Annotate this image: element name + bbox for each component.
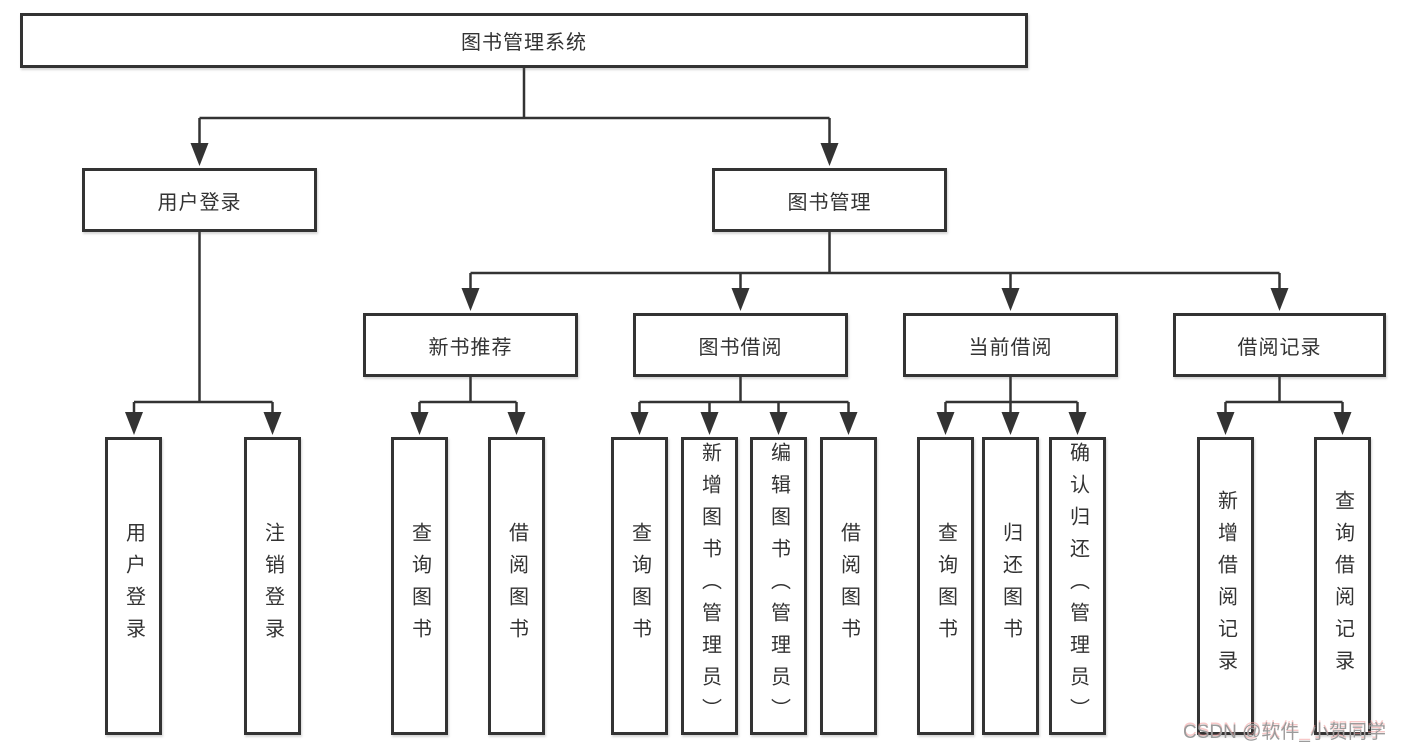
leaf-confirm-return-admin: 确认归还（管理员） — [1049, 437, 1106, 735]
leaf-query-borrow-record: 查询借阅记录 — [1314, 437, 1371, 735]
node-new-book-recommendation-label: 新书推荐 — [428, 336, 513, 359]
node-borrowing-records: 借阅记录 — [1173, 313, 1386, 377]
arrow-icon — [507, 412, 526, 435]
arrow-icon — [410, 412, 429, 435]
arrow-icon — [190, 143, 209, 166]
leaf-query-books-recommend: 查询图书 — [391, 437, 448, 735]
arrow-icon — [1001, 288, 1020, 311]
leaf-query-borrow-record-label: 查询借阅记录 — [1331, 490, 1354, 682]
leaf-edit-book-admin: 编辑图书（管理员） — [750, 437, 807, 735]
leaf-borrow-books-borrow: 借阅图书 — [820, 437, 877, 735]
leaf-borrow-books-recommend-label: 借阅图书 — [505, 522, 528, 650]
node-user-login: 用户登录 — [82, 168, 317, 232]
tree-edges — [132, 68, 1344, 417]
arrow-icon — [1001, 412, 1020, 435]
leaf-return-book: 归还图书 — [982, 437, 1039, 735]
arrow-icon — [1333, 412, 1352, 435]
node-book-management: 图书管理 — [712, 168, 947, 232]
arrow-icon — [936, 412, 955, 435]
arrow-icon — [731, 288, 750, 311]
node-current-borrowing-label: 当前借阅 — [968, 336, 1053, 359]
leaf-logout-label: 注销登录 — [261, 522, 284, 650]
csdn-watermark: CSDN @软件_小贺同学 — [1183, 722, 1386, 743]
node-library-system-label: 图书管理系统 — [461, 32, 587, 54]
leaf-add-borrow-record-label: 新增借阅记录 — [1214, 490, 1237, 682]
node-book-borrowing-label: 图书借阅 — [698, 336, 783, 359]
arrow-icon — [820, 143, 839, 166]
arrow-icon — [1216, 412, 1235, 435]
leaf-add-borrow-record: 新增借阅记录 — [1197, 437, 1254, 735]
leaf-confirm-return-admin-label: 确认归还（管理员） — [1066, 442, 1089, 730]
leaf-query-books-borrow-label: 查询图书 — [628, 522, 651, 650]
leaf-query-books-recommend-label: 查询图书 — [408, 522, 431, 650]
node-book-borrowing: 图书借阅 — [633, 313, 848, 377]
leaf-borrow-books-borrow-label: 借阅图书 — [837, 522, 860, 650]
leaf-return-book-label: 归还图书 — [999, 522, 1022, 650]
node-book-management-label: 图书管理 — [787, 191, 872, 214]
arrow-icon — [461, 288, 480, 311]
arrow-icon — [769, 412, 788, 435]
leaf-logout: 注销登录 — [244, 437, 301, 735]
leaf-add-book-admin-label: 新增图书（管理员） — [698, 442, 721, 730]
leaf-user-login: 用户登录 — [105, 437, 162, 735]
node-current-borrowing: 当前借阅 — [903, 313, 1118, 377]
leaf-query-books-current: 查询图书 — [917, 437, 974, 735]
arrow-icon — [700, 412, 719, 435]
leaf-user-login-label: 用户登录 — [122, 522, 145, 650]
arrow-icon — [1068, 412, 1087, 435]
arrow-icon — [839, 412, 858, 435]
node-library-system: 图书管理系统 — [20, 13, 1028, 68]
arrow-icon — [630, 412, 649, 435]
arrow-icon — [125, 412, 143, 435]
node-borrowing-records-label: 借阅记录 — [1237, 336, 1322, 359]
leaf-query-books-borrow: 查询图书 — [611, 437, 668, 735]
node-new-book-recommendation: 新书推荐 — [363, 313, 578, 377]
arrow-icon — [1270, 288, 1289, 311]
leaf-borrow-books-recommend: 借阅图书 — [488, 437, 545, 735]
arrow-icon — [263, 412, 282, 435]
leaf-add-book-admin: 新增图书（管理员） — [681, 437, 738, 735]
arrow-heads — [125, 143, 1352, 435]
node-user-login-label: 用户登录 — [157, 191, 242, 214]
leaf-query-books-current-label: 查询图书 — [934, 522, 957, 650]
leaf-edit-book-admin-label: 编辑图书（管理员） — [767, 442, 790, 730]
